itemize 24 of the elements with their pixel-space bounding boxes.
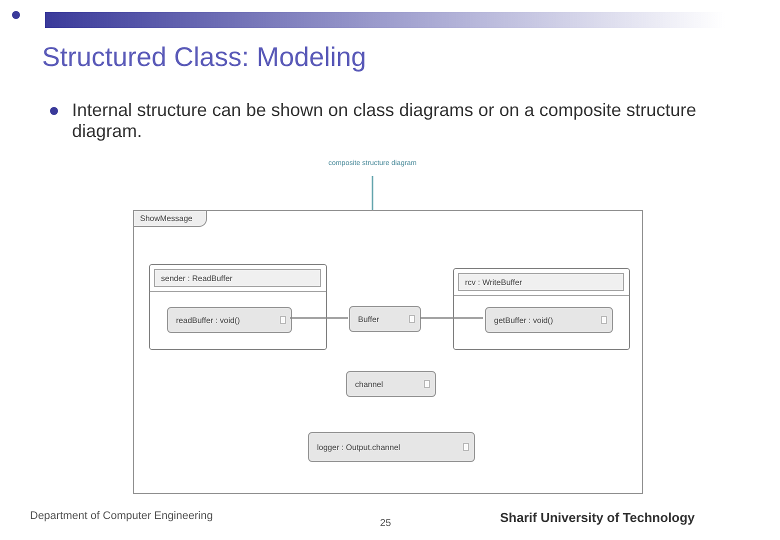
part-box (346, 371, 436, 397)
part-name: logger : Output.channel (317, 442, 400, 452)
bullet-text: Internal structure can be shown on class diagrams or on a composite structure diagram. (72, 100, 698, 142)
part-name: channel (355, 380, 384, 388)
part-name: sender : ReadBuffer (154, 269, 321, 287)
part-box (485, 307, 613, 333)
page-number: 25 (380, 518, 392, 529)
part-box (349, 306, 421, 332)
part-name: Buffer (358, 314, 380, 324)
part-name: getBuffer : void() (494, 316, 553, 324)
part-box (308, 432, 475, 462)
part-name: readBuffer : void() (176, 316, 240, 324)
part-box (149, 264, 327, 350)
frame-label: ShowMessage (134, 211, 208, 227)
part-box (167, 307, 292, 333)
frame-box (133, 210, 643, 494)
footer-text: Department of Computer Engineering (30, 510, 213, 522)
part-name: rcv : WriteBuffer (458, 273, 624, 291)
connector-line (290, 317, 348, 319)
slide-title: Structured Class: Modeling (42, 42, 366, 73)
footer-text: Sharif University of Technology (500, 510, 695, 525)
part-box (453, 268, 630, 350)
connector-line (420, 317, 483, 319)
leader-line (372, 176, 374, 210)
